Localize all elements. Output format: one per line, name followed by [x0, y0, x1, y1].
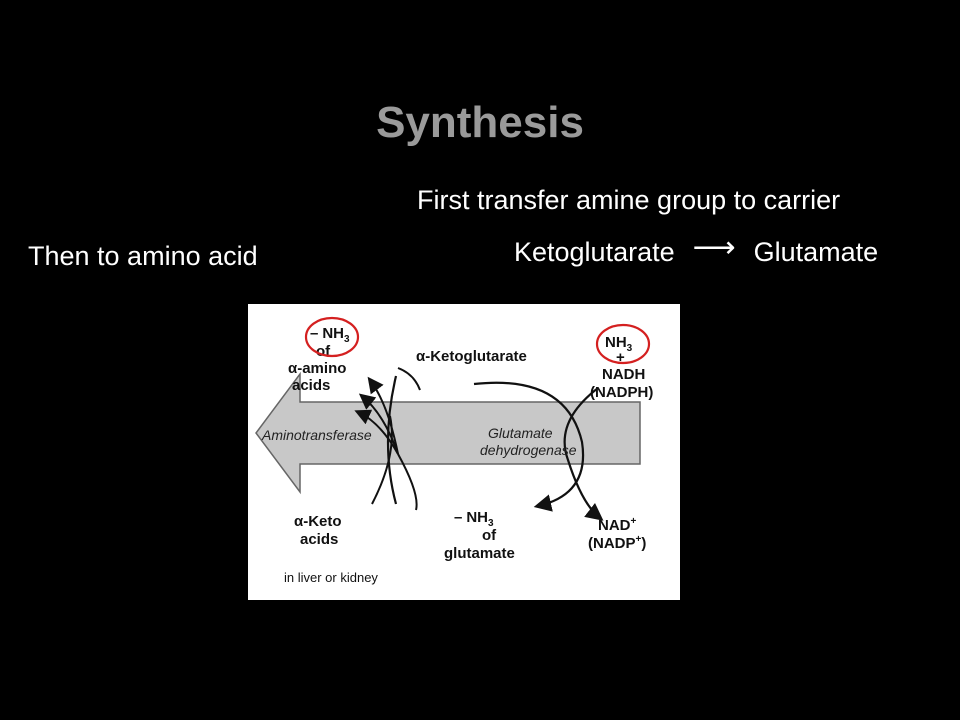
nh3-amino-highlight: [304, 316, 360, 358]
text-glutamate: Glutamate: [753, 237, 879, 267]
alpha-ketoglutarate-label: α-Ketoglutarate: [416, 348, 527, 365]
text-ketoglutarate: Ketoglutarate: [514, 237, 675, 267]
caption-liver-kidney: in liver or kidney: [284, 570, 378, 585]
keto-acids-label: acids: [300, 531, 338, 548]
alpha-keto-label: α-Keto: [294, 513, 342, 530]
of-amino-label: of: [316, 343, 331, 360]
plus-label: +: [616, 349, 625, 366]
nadh-label: NADH: [602, 366, 645, 383]
arrow-to-amino-3: [354, 409, 399, 455]
dh-curve-to-nad: [563, 387, 604, 521]
reaction-arrow: ⟶: [692, 231, 736, 264]
arrow-to-amino-1: [367, 376, 399, 455]
nadp-label: (NADP+): [588, 534, 646, 552]
ketoglutarate-curve: [397, 367, 421, 391]
of-glutamate-label: of: [482, 527, 497, 544]
glutamate-label: glutamate: [444, 545, 515, 562]
pathway-diagram: –NH3 of α-amino acids α-Ketoglutarate NH…: [255, 316, 653, 585]
text-first-transfer: First transfer amine group to carrier: [417, 185, 841, 215]
nh3-right-highlight: [595, 323, 651, 365]
text-reaction: Ketoglutarate ⟶ Glutamate: [514, 231, 879, 269]
transfer-curve-in: [386, 375, 398, 505]
amino-acids-label: acids: [292, 377, 330, 394]
slide-title: Synthesis: [376, 98, 584, 147]
nad-label: NAD+: [598, 516, 637, 534]
arrow-to-amino-2: [358, 393, 399, 455]
nadph-label: (NADPH): [590, 384, 653, 401]
nh3-glutamate-label: –NH3: [454, 509, 494, 529]
glutamate-dh-label-2: dehydrogenase: [480, 442, 577, 458]
pathway-figure: –NH3 of α-amino acids α-Ketoglutarate NH…: [248, 304, 680, 600]
glutamate-dh-label-1: Glutamate: [488, 425, 553, 441]
nh3-amino-label: –NH3: [310, 325, 350, 345]
alpha-amino-label: α-amino: [288, 360, 346, 377]
dh-curve-to-glutamate: [473, 381, 585, 512]
glutamate-curve: [397, 453, 418, 511]
text-then-amino-acid: Then to amino acid: [28, 241, 258, 271]
nh3-right-label: NH3: [605, 334, 633, 354]
aminotransferase-label: Aminotransferase: [261, 427, 372, 443]
